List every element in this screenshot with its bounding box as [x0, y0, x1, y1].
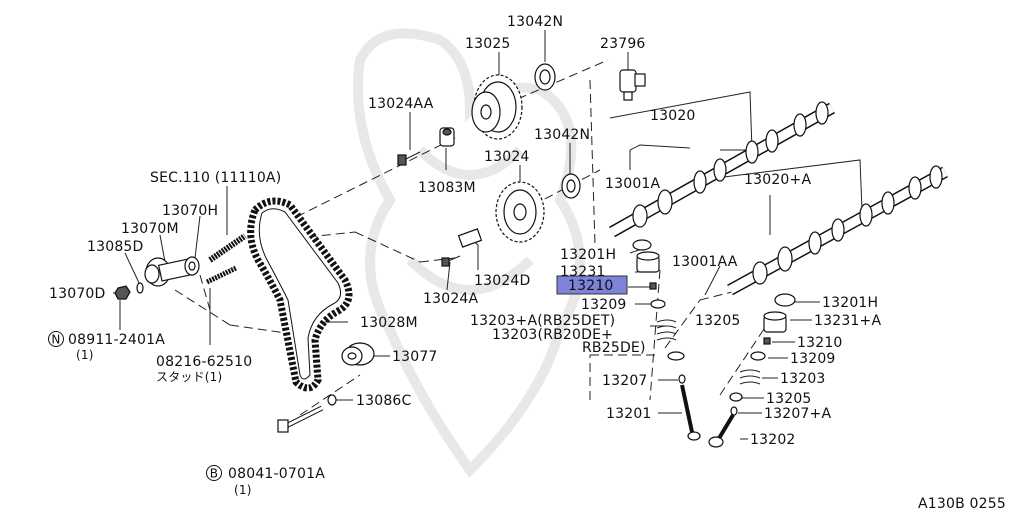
label-08041-qty: (1)	[234, 483, 252, 497]
stud-08216-62510[interactable]	[205, 265, 238, 285]
valve-train-left[interactable]	[632, 239, 701, 441]
label-13042n-mid[interactable]: 13042N	[534, 127, 590, 143]
idler-pulley-13077[interactable]	[341, 342, 375, 366]
washer-13085d[interactable]	[136, 282, 144, 294]
label-13020[interactable]: 13020	[650, 108, 696, 124]
label-08911-2401a[interactable]: 08911-2401A	[68, 332, 165, 348]
camshaft-13020[interactable]	[609, 101, 835, 238]
label-13209[interactable]: 13209	[581, 297, 627, 313]
tensioner-13070m[interactable]	[144, 257, 193, 287]
retainer-13209-right	[750, 351, 766, 361]
label-13201h-right[interactable]: 13201H	[822, 295, 878, 311]
timing-belt-13028m[interactable]	[247, 197, 353, 392]
label-23796[interactable]: 23796	[600, 36, 646, 52]
label-13070m[interactable]: 13070M	[121, 221, 179, 237]
label-13083m[interactable]: 13083M	[418, 180, 476, 196]
label-08041-0701a[interactable]: 08041-0701A	[228, 466, 325, 482]
seal-13207a	[730, 406, 738, 416]
label-13025[interactable]: 13025	[465, 36, 511, 52]
label-13020a[interactable]: 13020+A	[744, 172, 811, 188]
svg-text:B: B	[210, 467, 218, 481]
label-13001a[interactable]: 13001A	[605, 176, 661, 192]
label-13210-selected[interactable]: 13210	[568, 278, 614, 294]
label-13077[interactable]: 13077	[392, 349, 438, 365]
camshaft-13020a[interactable]	[727, 165, 948, 296]
label-13203-cont: RB25DE)	[582, 340, 646, 356]
leader-lines	[113, 30, 863, 440]
cotter-13210	[649, 282, 657, 290]
oil-seal-13042n-top[interactable]	[534, 63, 556, 91]
valve-13202	[708, 436, 724, 448]
label-13209-right[interactable]: 13209	[790, 351, 836, 367]
label-13201h[interactable]: 13201H	[560, 247, 616, 263]
label-13024aa[interactable]: 13024AA	[368, 96, 434, 112]
spring-13203-right	[739, 369, 761, 385]
label-13024a[interactable]: 13024A	[423, 291, 479, 307]
label-08911-qty: (1)	[76, 348, 94, 362]
shim-13201h-right	[774, 293, 796, 307]
selected-part-highlight	[556, 275, 628, 295]
bolt-13024aa[interactable]	[397, 151, 421, 166]
label-13231[interactable]: 13231	[560, 264, 606, 280]
washer-13086c[interactable]	[327, 394, 337, 406]
label-13001aa[interactable]: 13001AA	[672, 254, 738, 270]
label-13024[interactable]: 13024	[484, 149, 530, 165]
spring-13203	[656, 319, 677, 341]
seal-13207	[678, 374, 686, 384]
label-13210-right[interactable]: 13210	[797, 335, 843, 351]
label-13207[interactable]: 13207	[602, 373, 648, 389]
label-13205-right[interactable]: 13205	[766, 391, 812, 407]
label-13201[interactable]: 13201	[606, 406, 652, 422]
nut-13070d[interactable]	[114, 285, 131, 300]
label-13205[interactable]: 13205	[695, 313, 741, 329]
part-labels: 13042N 13025 23796 13020 13024AA 13042N …	[49, 14, 1006, 511]
watermark-emblem	[353, 28, 585, 478]
label-sec110[interactable]: SEC.110 (11110A)	[150, 170, 281, 186]
bushing-13083m[interactable]	[439, 127, 455, 147]
label-13203-right[interactable]: 13203	[780, 371, 826, 387]
sensor-23796[interactable]	[619, 69, 646, 101]
shim-13201h-left	[632, 239, 652, 251]
label-13028m[interactable]: 13028M	[360, 315, 418, 331]
bolt-08041-0701a[interactable]	[277, 405, 324, 433]
cam-sprocket-13025[interactable]	[471, 74, 523, 140]
label-13042n-top[interactable]: 13042N	[507, 14, 563, 30]
cam-sprocket-13024[interactable]	[495, 181, 545, 243]
label-13070d[interactable]: 13070D	[49, 286, 106, 302]
label-13203a[interactable]: 13203+A(RB25DET)	[470, 313, 615, 329]
svg-text:N: N	[51, 333, 60, 347]
stud-sec110[interactable]	[208, 233, 247, 263]
label-08216-62510[interactable]: 08216-62510	[156, 354, 252, 370]
retainer-13209	[650, 299, 666, 309]
label-13085d[interactable]: 13085D	[87, 239, 144, 255]
label-13202[interactable]: 13202	[750, 432, 796, 448]
label-13024d[interactable]: 13024D	[474, 273, 531, 289]
label-13231a[interactable]: 13231+A	[814, 313, 881, 329]
bolt-13024a[interactable]	[441, 255, 461, 267]
valve-train-right[interactable]	[708, 293, 796, 448]
diagram-reference: A130B 0255	[918, 496, 1006, 511]
cotter-13210-right	[763, 337, 771, 345]
circle-n-marker: N	[48, 331, 64, 347]
bracket-13070h[interactable]	[184, 256, 200, 276]
label-13070h[interactable]: 13070H	[162, 203, 218, 219]
label-13207a[interactable]: 13207+A	[764, 406, 831, 422]
oil-seal-13042n-mid[interactable]	[561, 173, 581, 199]
seat-13205-right	[729, 392, 743, 402]
valve-13201	[687, 431, 701, 441]
label-13203[interactable]: 13203(RB20DE+	[492, 327, 613, 343]
label-08216-sub: スタッド(1)	[156, 370, 222, 384]
seat-13205	[667, 351, 685, 361]
plate-13024d[interactable]	[457, 228, 483, 248]
circle-b-marker: B	[206, 465, 222, 481]
label-13086c[interactable]: 13086C	[356, 393, 412, 409]
